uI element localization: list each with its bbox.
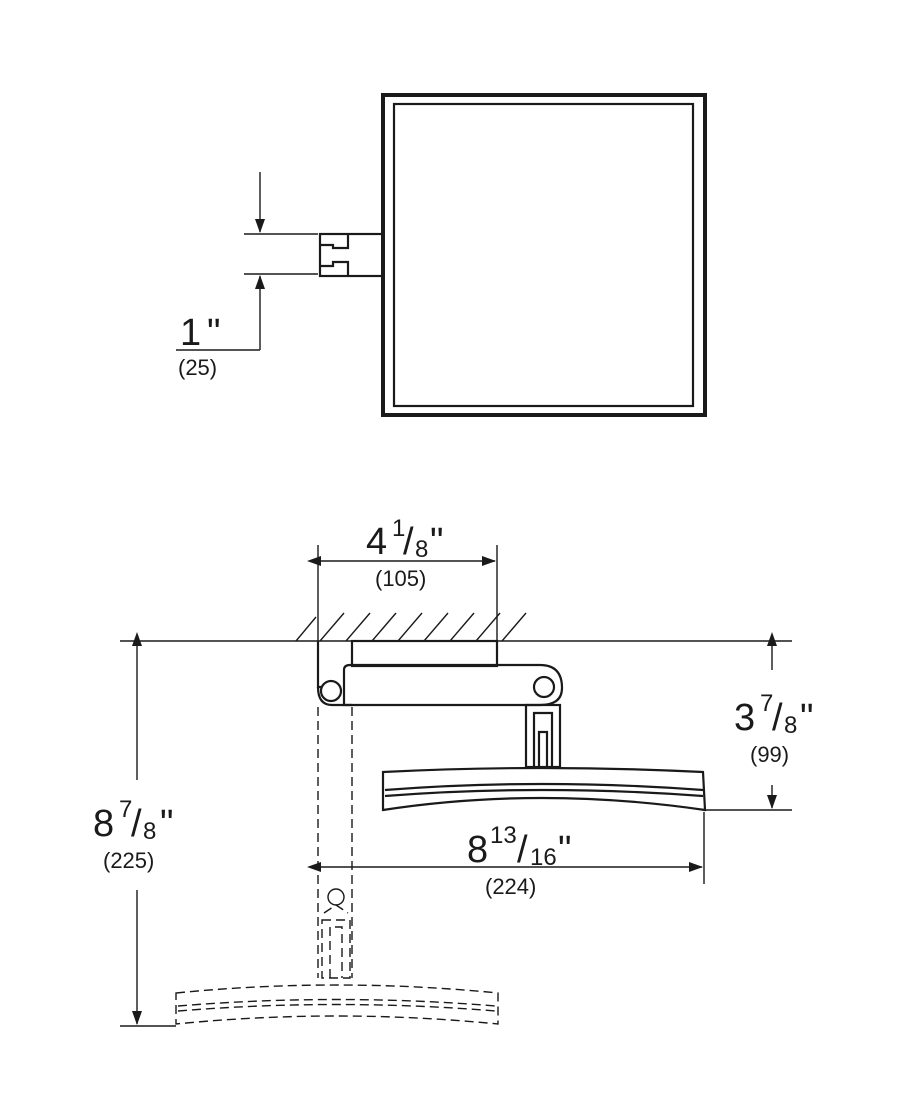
dim-drop-unit: " — [800, 697, 814, 739]
dim-arm-den: 8 — [415, 536, 428, 563]
dimension-connector-height: 1 " (25) — [176, 172, 318, 380]
dim-depth-mm: (225) — [103, 848, 154, 873]
mirror-neck — [524, 703, 562, 769]
dim-drop-num: 7 — [760, 690, 773, 717]
front-view: 1 " (25) — [176, 93, 707, 417]
dim-arm-slash: / — [403, 521, 414, 563]
dim-depth-unit: " — [160, 803, 174, 845]
dim-depth-num: 7 — [119, 796, 132, 823]
mirror-frame-outer — [381, 93, 707, 417]
swivel-arm — [319, 663, 564, 707]
dim-1in-whole: 1 — [180, 312, 201, 354]
dim-depth-whole: 8 — [93, 803, 114, 845]
dim-arm-whole: 4 — [366, 521, 387, 563]
dim-1in-unit: " — [207, 312, 221, 354]
dim-depth-slash: / — [131, 803, 142, 845]
curved-mirror — [381, 766, 707, 812]
dim-width-num: 13 — [490, 822, 517, 849]
dim-arm-num: 1 — [392, 515, 405, 542]
dim-drop-slash: / — [772, 697, 783, 739]
dimension-mirror-drop: 3 7 / 8 " (99) — [706, 632, 814, 811]
dimension-total-depth: 8 7 / 8 " (225) — [93, 632, 176, 1027]
dim-drop-whole: 3 — [734, 697, 755, 739]
dim-arm-mm: (105) — [375, 566, 426, 591]
dim-drop-den: 8 — [784, 712, 797, 739]
mirror-connector — [318, 232, 385, 278]
mirror-frame-inner — [392, 102, 695, 408]
dim-arm-unit: " — [430, 521, 444, 563]
dim-width-mm: (224) — [485, 874, 536, 899]
folded-position — [175, 707, 499, 1025]
dim-width-unit: " — [558, 829, 572, 871]
wall-hatching — [295, 612, 527, 642]
pivot-wall — [319, 679, 343, 703]
dim-width-slash: / — [517, 829, 528, 871]
dimension-mirror-width: 8 13 / 16 " (224) — [307, 812, 705, 899]
dimension-arm-width: 4 1 / 8 " (105) — [307, 515, 498, 641]
dim-width-den: 16 — [530, 844, 557, 871]
dim-drop-mm: (99) — [750, 742, 789, 767]
dim-1in-mm: (25) — [178, 355, 217, 380]
dim-depth-den: 8 — [143, 818, 156, 845]
dim-width-whole: 8 — [467, 829, 488, 871]
pivot-mirror — [532, 675, 556, 699]
plan-view: 4 1 / 8 " (105) — [93, 515, 814, 1027]
